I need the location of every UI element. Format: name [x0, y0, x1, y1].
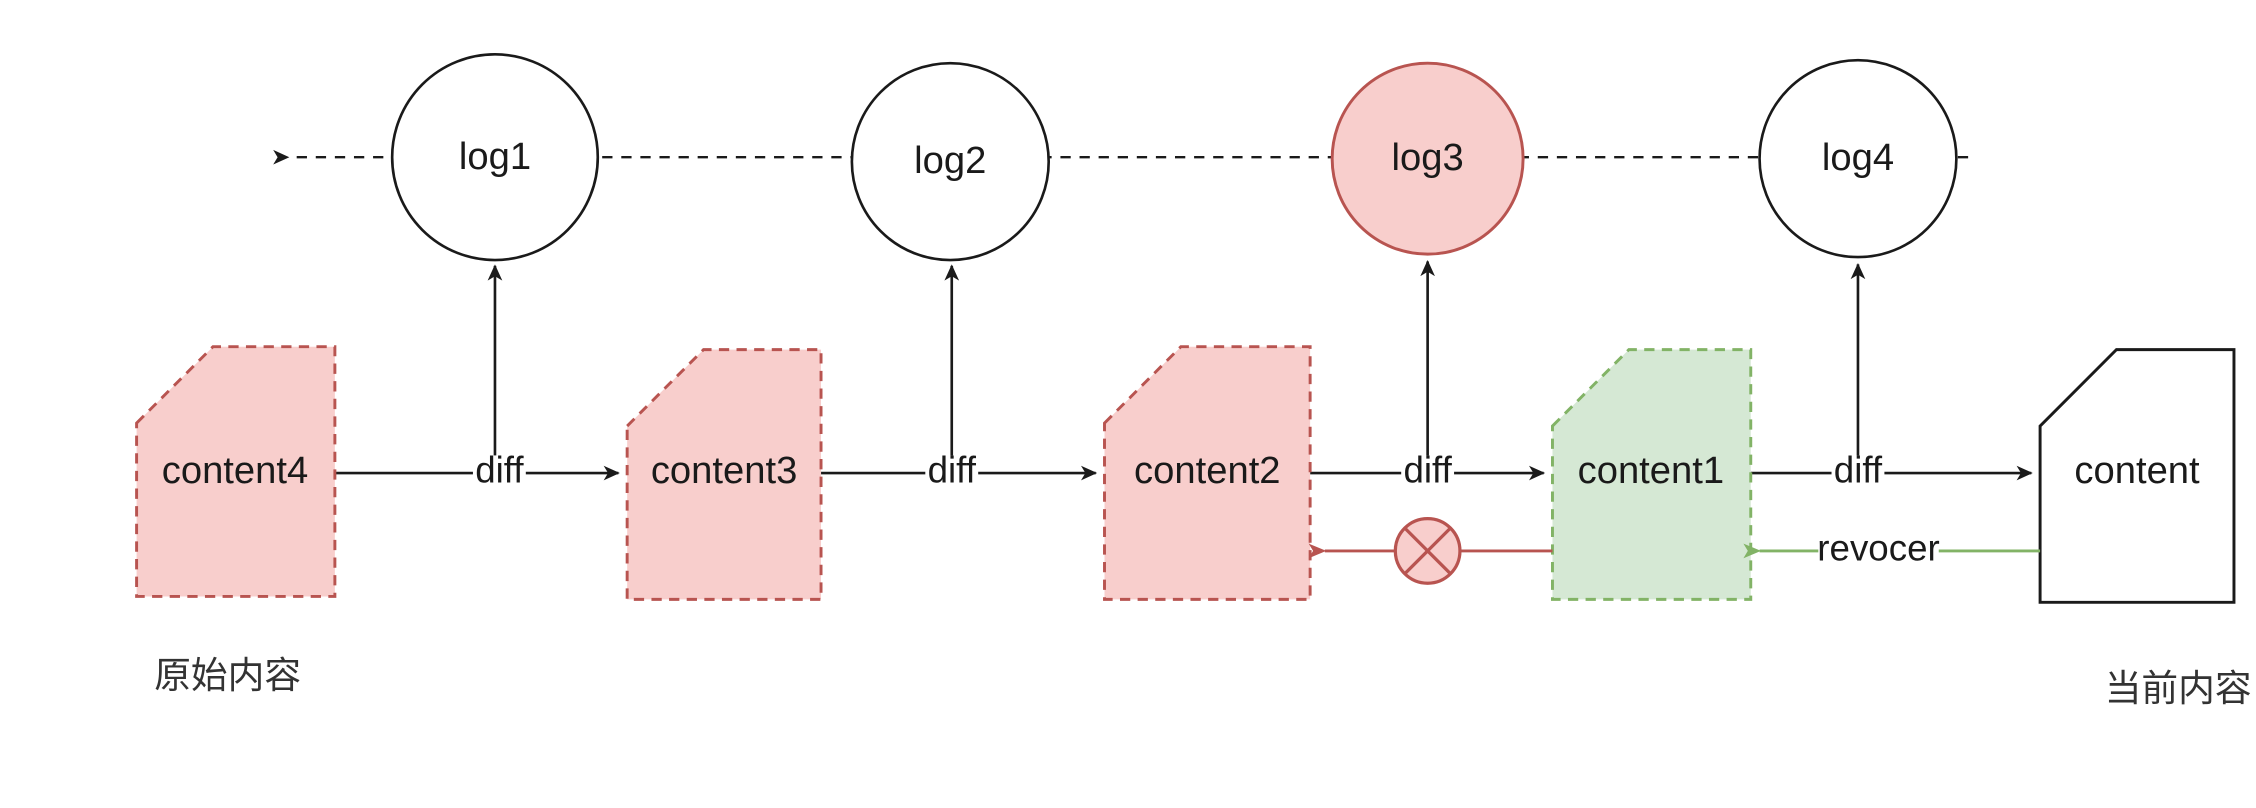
content1-label: content1 — [1578, 449, 1724, 492]
log2-circle[interactable] — [850, 61, 1051, 262]
log-node-log1[interactable]: log1 — [390, 53, 600, 262]
log-node-log4[interactable]: log4 — [1758, 58, 1958, 259]
diff-edge-1-label: diff — [475, 450, 524, 491]
revoke-edge-label: revocer — [1817, 528, 1939, 569]
log-node-log2[interactable]: log2 — [850, 61, 1051, 262]
content3-shape[interactable] — [625, 348, 823, 601]
content-node-content4[interactable]: content4 — [135, 345, 337, 598]
log4-label: log4 — [1822, 136, 1894, 179]
x-stroke-2 — [1404, 527, 1451, 575]
log1-label: log1 — [459, 135, 531, 178]
log3-label: log3 — [1392, 136, 1464, 179]
content-shape[interactable] — [2038, 348, 2236, 604]
content-node-content2[interactable]: content2 — [1103, 345, 1312, 601]
log-node-log3[interactable]: log3 — [1330, 61, 1525, 256]
revoke-edge[interactable]: revocer — [1743, 528, 2041, 569]
annotation-original-content: 原始内容 — [154, 654, 301, 697]
content2-shape[interactable] — [1103, 345, 1312, 601]
diff-edge-3-label: diff — [1403, 450, 1452, 491]
log3-circle[interactable] — [1330, 61, 1525, 256]
content3-label: content3 — [651, 449, 797, 492]
diff-edge-2-label-bg — [925, 455, 979, 491]
diff-edge-4-label-bg — [1831, 455, 1885, 491]
revert-edge[interactable] — [1308, 516, 1553, 585]
log2-label: log2 — [914, 139, 986, 182]
diff-edge-4-label: diff — [1834, 450, 1883, 491]
content-node-content[interactable]: content — [2038, 348, 2236, 604]
revert-blocked-x-icon[interactable] — [1393, 516, 1462, 585]
diff-edge-3-label-bg — [1401, 455, 1455, 491]
content2-label: content2 — [1134, 449, 1280, 492]
content4-label: content4 — [162, 449, 308, 492]
diff-to-log-connectors — [487, 260, 1866, 474]
log4-circle[interactable] — [1758, 58, 1958, 259]
content-node-content1[interactable]: content1 — [1551, 348, 1753, 601]
annotation-current-content: 当前内容 — [2105, 667, 2252, 710]
content1-shape[interactable] — [1551, 348, 1753, 601]
content-label: content — [2074, 449, 2200, 492]
diff-edge-1-label-bg — [472, 455, 526, 491]
diff-edge-2-label: diff — [928, 450, 977, 491]
diff-edges: diff diff diff diff — [334, 450, 2033, 491]
content-node-content3[interactable]: content3 — [625, 348, 823, 601]
content4-shape[interactable] — [135, 345, 337, 598]
log1-circle[interactable] — [390, 53, 600, 262]
